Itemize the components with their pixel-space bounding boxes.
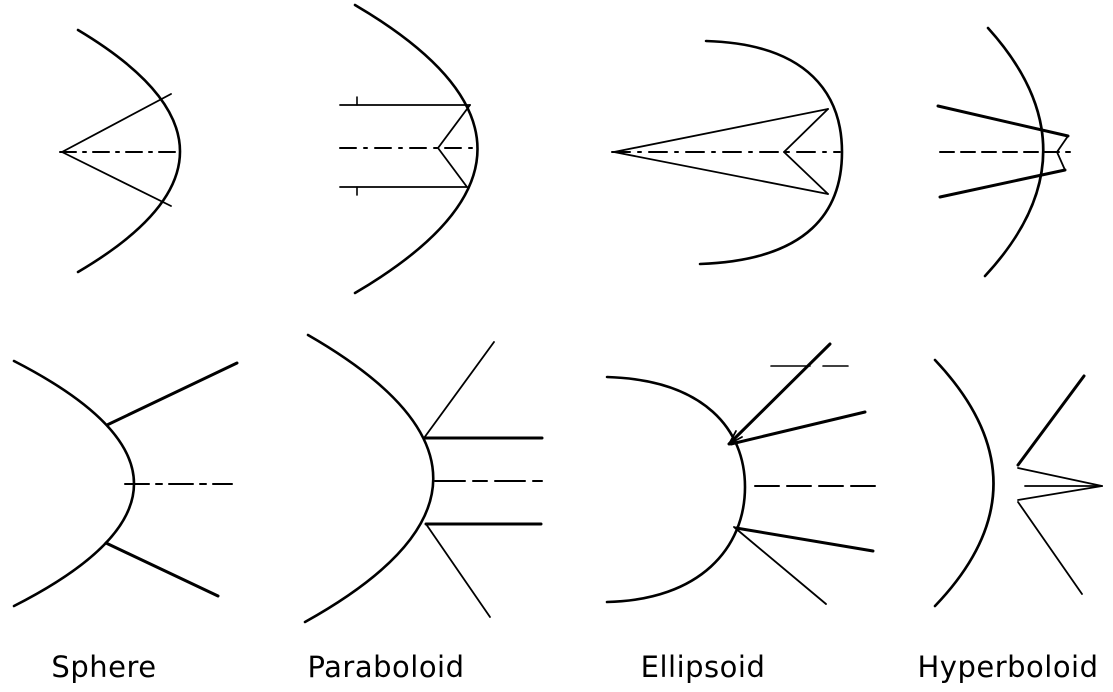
- hyperboloid-converging-panel: [936, 26, 1071, 278]
- hyperboloid-upper-converging-ray: [1017, 467, 1103, 487]
- sphere-converging-panel: [59, 28, 183, 274]
- ellipsoid-convex-curve: [605, 375, 747, 604]
- ellipsoid-lower-reflected-ray: [783, 151, 829, 195]
- hyperboloid-lower-converging-ray: [1017, 485, 1103, 501]
- paraboloid-mirror-curve: [353, 3, 479, 295]
- paraboloid-convex-curve: [303, 333, 435, 624]
- hyperboloid-diverging-panel: [933, 358, 1103, 608]
- hyperboloid-convex-curve: [933, 358, 995, 608]
- sphere-upper-ray: [61, 93, 172, 153]
- ellipsoid-upper-steep-ray: [727, 342, 832, 446]
- hyperboloid-upper-ray: [936, 104, 1070, 138]
- ellipsoid-upper-reflected-ray: [783, 108, 829, 153]
- ellipsoid-mirror-curve: [698, 39, 844, 266]
- sphere-lower-ray: [61, 151, 172, 207]
- paraboloid-label: Paraboloid: [307, 650, 465, 684]
- ellipsoid-lower-ray: [613, 151, 829, 195]
- paraboloid-converging-panel: [339, 3, 479, 295]
- paraboloid-upper-diverging-ray: [423, 341, 495, 439]
- sphere-lower-outgoing-ray: [104, 541, 220, 598]
- paraboloid-lower-reflected-ray: [437, 147, 468, 188]
- sphere-label: Sphere: [51, 650, 157, 684]
- ellipsoid-arrowhead-lower: [728, 430, 737, 445]
- ellipsoid-diverging-panel: [605, 342, 877, 605]
- hyperboloid-lower-reflected-ray: [1056, 151, 1066, 171]
- sphere-diverging-panel: [12, 359, 239, 608]
- hyperboloid-label: Hyperboloid: [917, 650, 1099, 684]
- hyperboloid-lower-ray: [938, 168, 1067, 199]
- ellipsoid-upper-shallow-ray: [729, 410, 867, 446]
- hyperboloid-lower-outgoing-ray: [1017, 501, 1083, 595]
- sphere-convex-arc: [12, 359, 136, 608]
- hyperboloid-upper-reflected-ray: [1056, 135, 1069, 153]
- ellipsoid-lower-shallow-ray: [734, 526, 875, 553]
- hyperboloid-upper-outgoing-ray: [1016, 374, 1086, 467]
- ellipsoid-lower-steep-ray: [733, 526, 827, 605]
- hyperboloid-mirror-curve: [983, 26, 1045, 278]
- ellipsoid-upper-ray: [613, 108, 829, 153]
- ellipsoid-arrowhead-upper: [728, 436, 743, 445]
- ellipsoid-converging-panel: [611, 39, 844, 266]
- paraboloid-lower-diverging-ray: [425, 523, 491, 618]
- paraboloid-diverging-panel: [303, 333, 544, 624]
- sphere-mirror-arc: [76, 28, 182, 274]
- sphere-upper-outgoing-ray: [105, 361, 239, 427]
- ellipsoid-label: Ellipsoid: [640, 650, 766, 684]
- paraboloid-upper-reflected-ray: [437, 104, 471, 149]
